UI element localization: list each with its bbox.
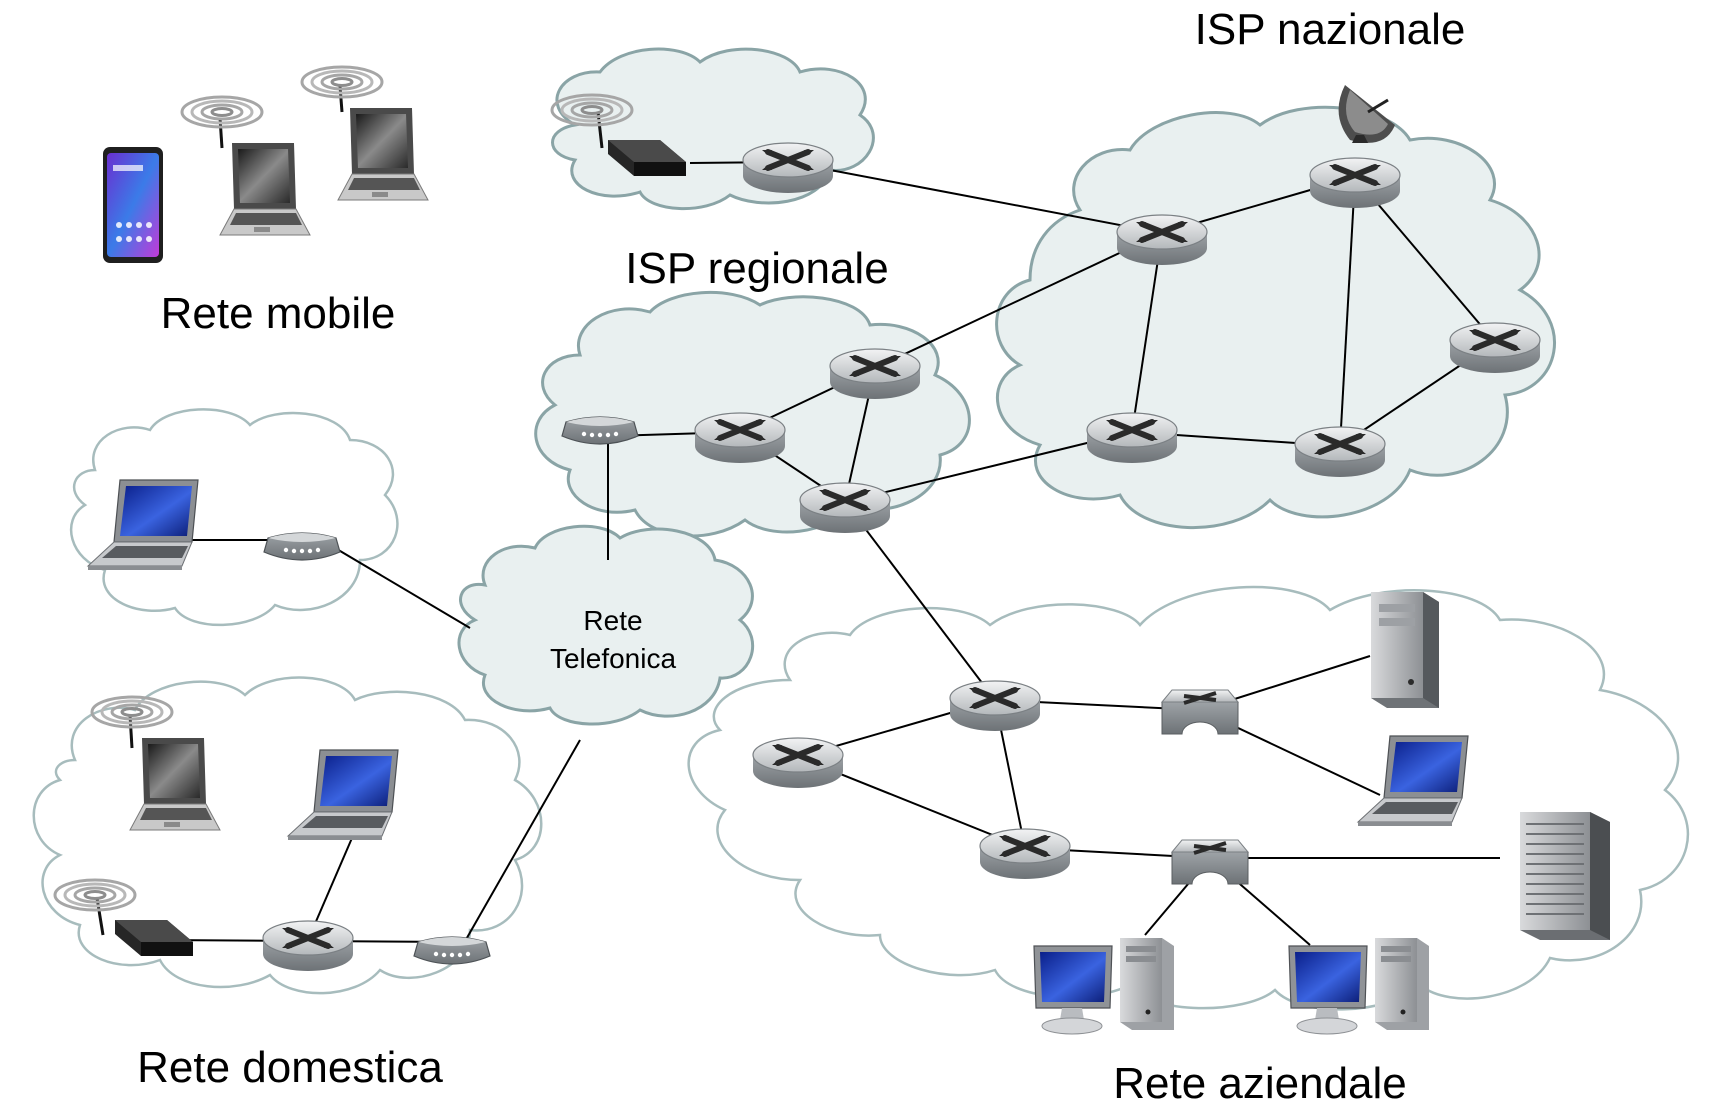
router-icon (1295, 427, 1385, 477)
laptop-icon (90, 695, 221, 831)
wireless-router-icon (550, 93, 686, 176)
router-icon (950, 681, 1040, 731)
router-icon (1117, 215, 1207, 265)
label-rete-aziendale: Rete aziendale (1113, 1059, 1407, 1106)
desktop-pc-icon (1288, 937, 1430, 1035)
desktop-pc-icon (1033, 937, 1175, 1035)
modem-icon (263, 532, 341, 561)
cloud-isp-nazionale (995, 105, 1556, 529)
cloud-rete-aziendale (687, 585, 1690, 1011)
server-icon (1371, 592, 1439, 708)
router-icon (1087, 413, 1177, 463)
laptop-icon (300, 65, 429, 201)
router-icon (1310, 158, 1400, 208)
router-icon (753, 738, 843, 788)
label-isp-nazionale: ISP nazionale (1195, 5, 1466, 54)
router-icon (830, 349, 920, 399)
router-icon (695, 413, 785, 463)
router-icon (1450, 323, 1540, 373)
wireless-router-icon (53, 878, 193, 956)
modem-icon (413, 936, 491, 965)
satellite-dish-icon (1338, 85, 1395, 143)
laptop-icon (180, 95, 311, 236)
label-isp-regionale: ISP regionale (625, 244, 888, 293)
label-rete-telefonica-line2: Telefonica (550, 643, 677, 674)
smartphone-icon (103, 147, 163, 263)
router-icon (800, 483, 890, 533)
modem-icon (561, 416, 639, 445)
server-icon (1519, 811, 1611, 941)
label-rete-mobile: Rete mobile (161, 289, 396, 338)
router-icon (980, 829, 1070, 879)
router-icon (743, 143, 833, 193)
label-rete-telefonica-line1: Rete (583, 605, 642, 636)
label-rete-domestica: Rete domestica (137, 1043, 443, 1092)
router-icon (263, 921, 353, 971)
cloud-rete-telefonica (457, 524, 755, 726)
